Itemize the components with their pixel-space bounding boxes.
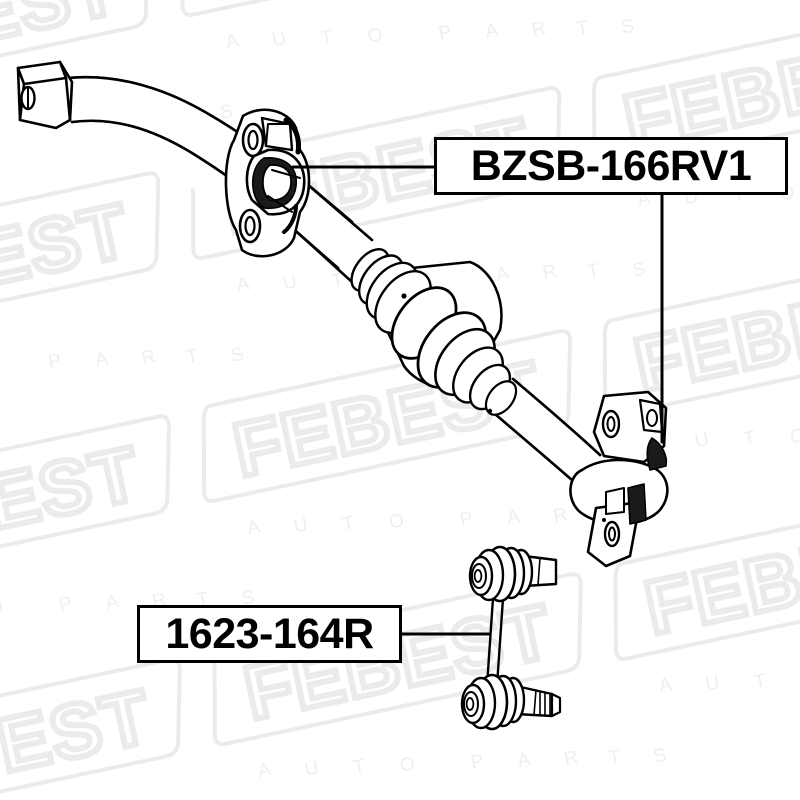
right-bracket — [569, 390, 669, 568]
part-label-bzsb-166rv1[interactable]: BZSB-166RV1 — [434, 137, 788, 195]
part-label-1623-164r[interactable]: 1623-164R — [137, 605, 402, 663]
stabilizer-bar-bushing — [224, 108, 311, 258]
stabilizer-link — [460, 545, 562, 731]
part-number-text: BZSB-166RV1 — [470, 141, 752, 190]
bar-end-eyelet — [16, 60, 74, 130]
actuator-bellows — [350, 248, 518, 416]
link-lower-joint — [460, 673, 562, 731]
part-number-text: 1623-164R — [165, 609, 374, 658]
link-upper-joint — [468, 545, 558, 603]
leader-lines — [291, 165, 664, 636]
